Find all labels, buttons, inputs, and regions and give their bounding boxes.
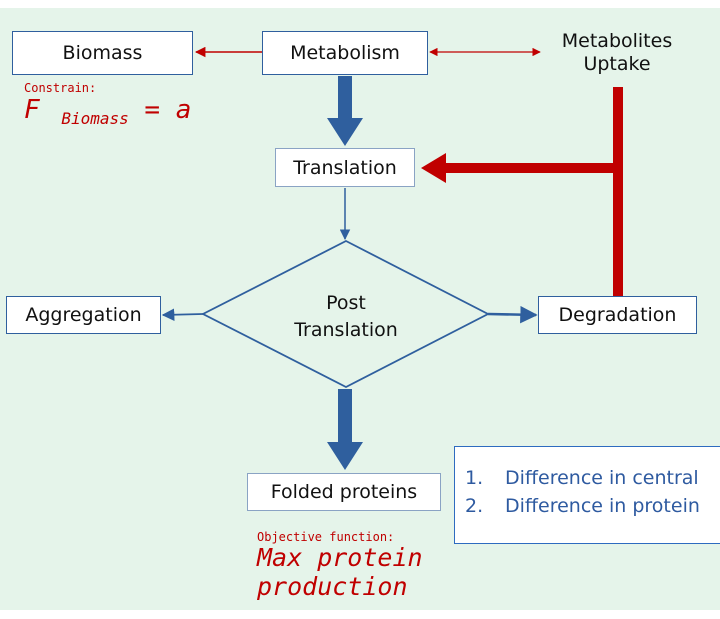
aggregation-label: Aggregation [25,304,142,326]
degradation-label: Degradation [558,304,677,326]
folded-proteins-box: Folded proteins [247,473,441,511]
note-item-2: 2. Difference in protein [465,495,720,523]
constraint-subscript: Biomass [61,109,129,128]
post-translation-label: Post Translation [266,290,426,344]
post-translation-line1: Post [326,292,366,314]
objective-line2: production [257,572,408,601]
metabolites-uptake-label: Metabolites Uptake [537,30,697,76]
metabolites-uptake-line2: Uptake [583,53,651,75]
post-translation-diamond [201,239,490,389]
post-translation-line2: Translation [294,319,398,341]
constraint-rhs: = a [128,95,192,125]
note-number-2: 2. [465,495,484,517]
aggregation-box: Aggregation [6,296,161,334]
metabolism-label: Metabolism [290,42,400,64]
arrow-metabolism-to-translation [327,76,363,146]
arrow-post-to-aggregation [161,308,204,322]
note-item-1: 1. Difference in central [465,467,720,495]
constraint-equation: F Biomass = a [24,95,192,128]
arrow-post-to-folded [327,389,363,470]
degradation-box: Degradation [538,296,697,334]
constraint-label: Constrain: [24,81,97,95]
biomass-label: Biomass [62,42,143,64]
note-number-1: 1. [465,467,484,489]
note-text-1: Difference in central [505,467,699,489]
translation-box: Translation [275,148,415,187]
folded-proteins-label: Folded proteins [270,481,418,503]
biomass-box: Biomass [12,31,193,75]
notes-box: 1. Difference in central 2. Difference in … [454,446,720,544]
arrow-uptake-to-translation [421,87,623,296]
note-text-2: Difference in protein [505,495,700,517]
metabolism-box: Metabolism [262,31,428,75]
constraint-lhs: F [24,95,40,125]
translation-label: Translation [293,156,397,179]
objective-label: Objective function: [257,530,395,544]
arrow-post-to-degradation [487,305,538,324]
metabolites-uptake-line1: Metabolites [561,30,673,52]
objective-line1: Max protein [257,543,423,572]
